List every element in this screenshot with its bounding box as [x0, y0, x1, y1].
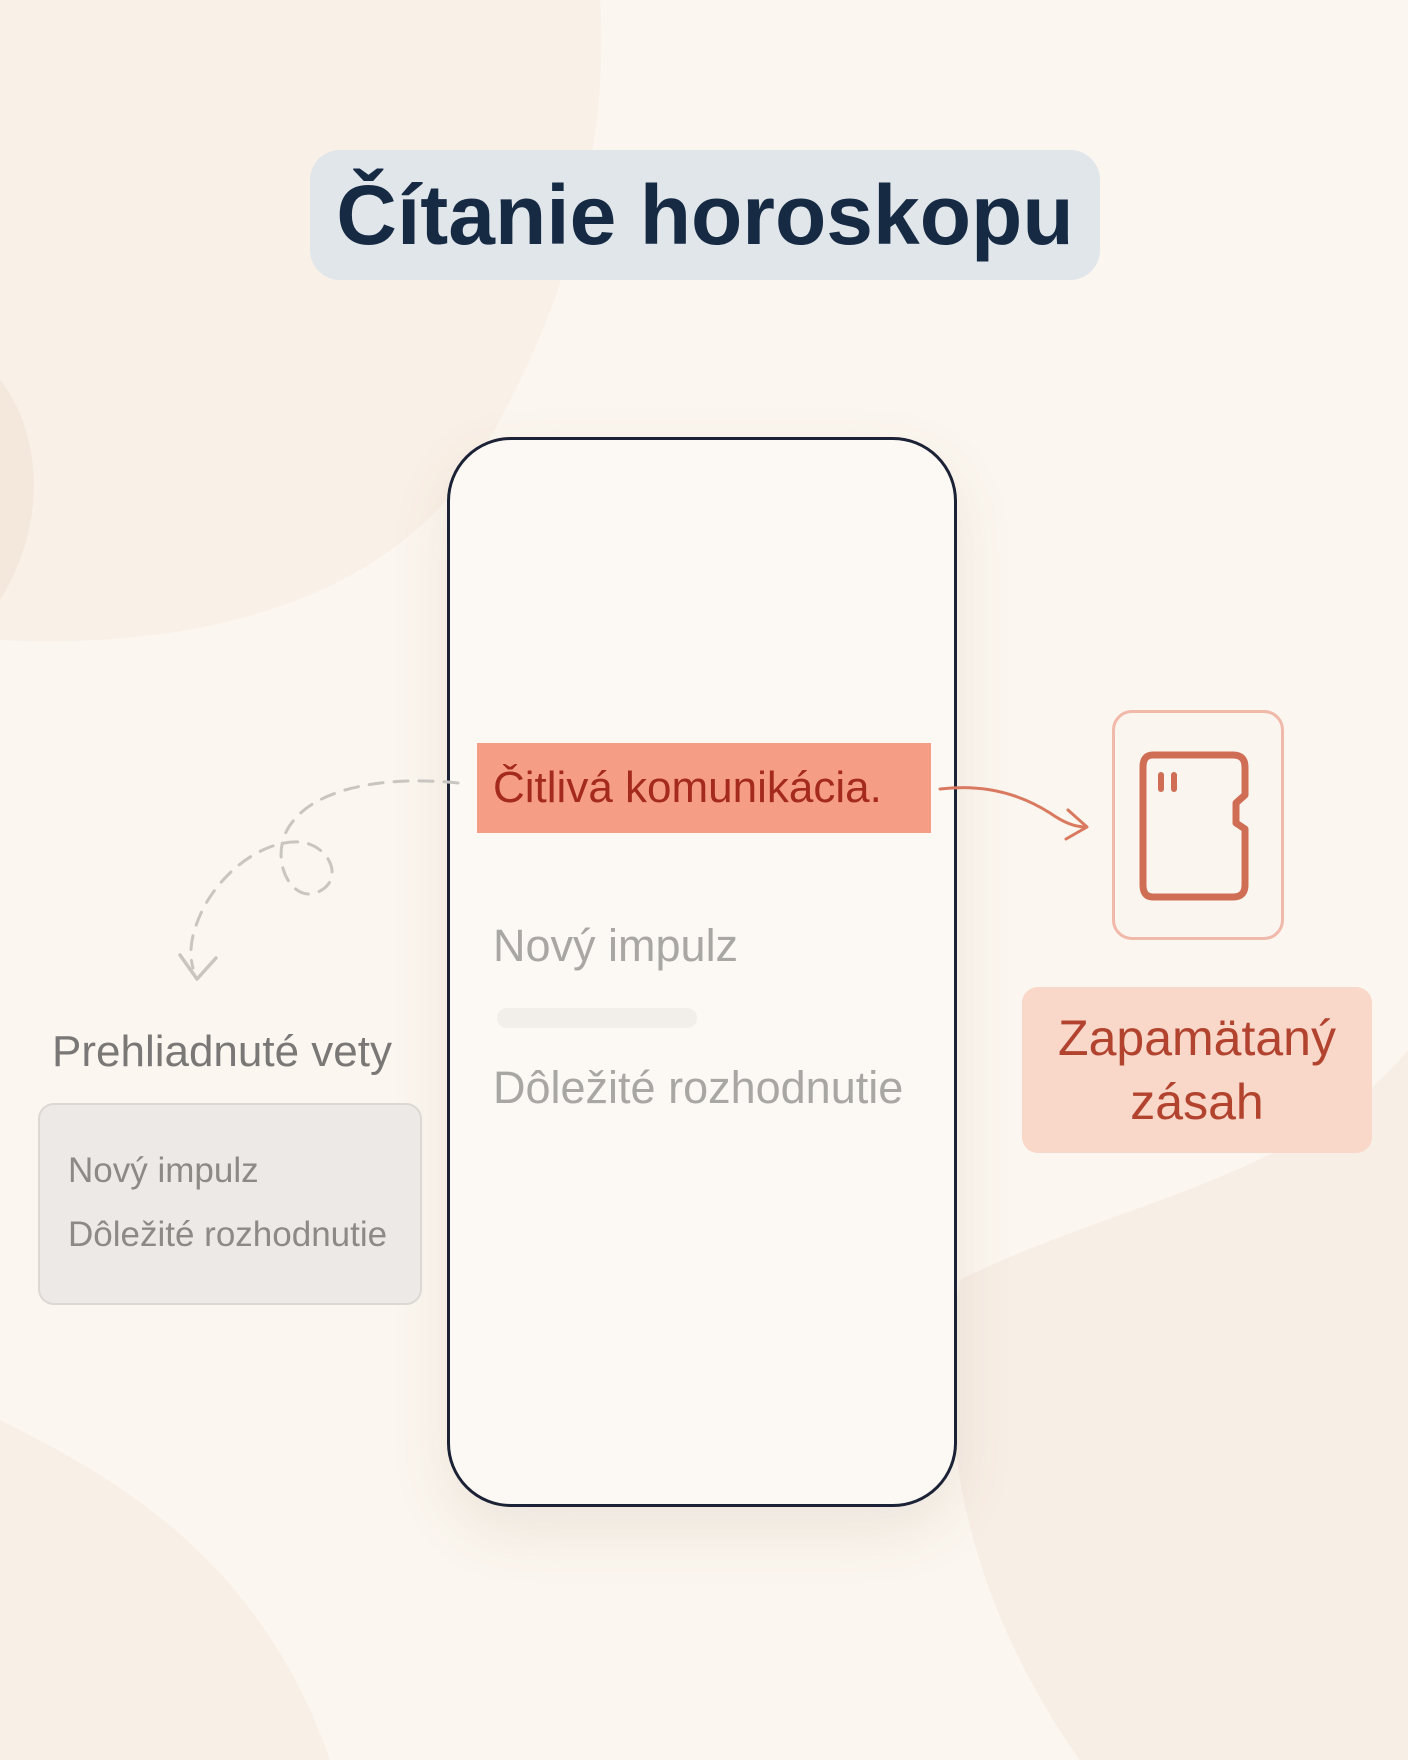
ghost-text-line [497, 1008, 697, 1028]
faded-sentence: Dôležité rozhodnutie [493, 1062, 904, 1113]
page-title: Čítanie horoskopu [336, 167, 1074, 262]
highlighted-sentence: Čitlivá komunikácia. [477, 743, 931, 833]
skipped-sentence: Nový impulz [68, 1151, 259, 1190]
remembered-label: Zapamätaný zásah [1058, 1010, 1336, 1130]
highlighted-sentence-text: Čitlivá komunikácia. [493, 763, 882, 812]
skipped-sentence: Dôležité rozhodnutie [68, 1215, 388, 1254]
phone-outline [447, 437, 957, 1507]
faded-sentence: Nový impulz [493, 920, 739, 971]
skipped-sentences-label: Prehliadnuté vety [52, 1027, 392, 1076]
memory-card [1112, 710, 1284, 940]
title-badge: Čítanie horoskopu [310, 150, 1100, 280]
remembered-intervention: Zapamätaný zásah [1022, 987, 1372, 1153]
skipped-sentences-box: Nový impulz Dôležité rozhodnutie [38, 1103, 422, 1305]
memory-card-icon [1139, 751, 1249, 901]
